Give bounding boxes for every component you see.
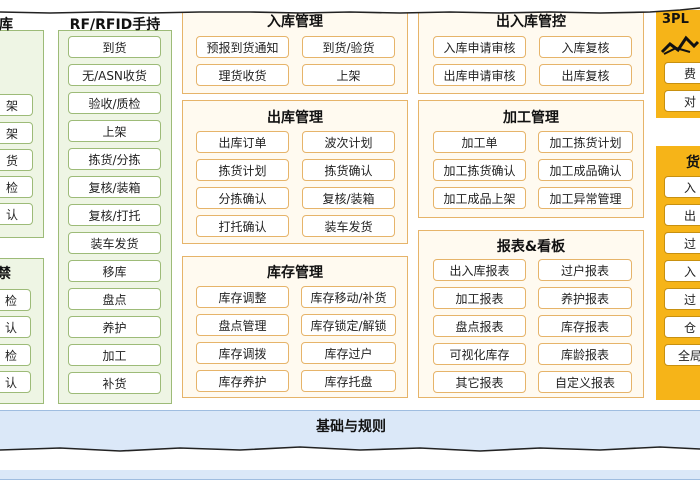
cargo-panel: 货 入 出 过 入 过 仓 全局: [656, 146, 700, 400]
processing-item-exception[interactable]: 加工异常管理: [538, 187, 633, 209]
reports-item-process[interactable]: 加工报表: [433, 287, 526, 309]
processing-item-order[interactable]: 加工单: [433, 131, 526, 153]
reports-panel: 报表&看板 出入库报表 过户报表 加工报表 养护报表 盘点报表 库存报表 可视化…: [418, 230, 644, 398]
processing-item-pick-plan[interactable]: 加工拣货计划: [538, 131, 633, 153]
inventory-title: 库存管理: [267, 265, 323, 281]
control-item-1[interactable]: 检: [0, 289, 31, 311]
reports-item-visual-inventory[interactable]: 可视化库存: [433, 343, 526, 365]
rfid-item-maintain[interactable]: 养护: [68, 316, 161, 338]
inout-control-title: 出入库管控: [496, 14, 566, 30]
cargo-item-1[interactable]: 入: [664, 176, 700, 198]
inout-item-outbound-recheck[interactable]: 出库复核: [539, 64, 632, 86]
inbound-item-putaway[interactable]: 上架: [302, 64, 395, 86]
reports-item-other[interactable]: 其它报表: [433, 371, 526, 393]
reports-item-maintain[interactable]: 养护报表: [538, 287, 632, 309]
cargo-item-3[interactable]: 过: [664, 232, 700, 254]
warehouse-item-3[interactable]: 货: [0, 149, 33, 171]
cargo-item-5[interactable]: 过: [664, 288, 700, 310]
reports-item-count[interactable]: 盘点报表: [433, 315, 526, 337]
inout-item-inbound-review[interactable]: 入库申请审核: [433, 36, 526, 58]
processing-item-product-confirm[interactable]: 加工成品确认: [538, 159, 633, 181]
cargo-item-7[interactable]: 全局: [664, 344, 700, 366]
rfid-title: RF/RFID手持: [69, 17, 161, 33]
rfid-item-check-pack[interactable]: 复核/装箱: [68, 176, 161, 198]
inbound-panel: 入库管理 预报到货通知 到货/验货 理货收货 上架: [182, 10, 408, 94]
rfid-item-count[interactable]: 盘点: [68, 288, 161, 310]
processing-item-product-putaway[interactable]: 加工成品上架: [433, 187, 526, 209]
warehouse-item-1[interactable]: 架: [0, 94, 33, 116]
inventory-item-move-replenish[interactable]: 库存移动/补货: [301, 286, 396, 308]
outbound-item-sort-confirm[interactable]: 分拣确认: [196, 187, 289, 209]
rfid-item-putaway[interactable]: 上架: [68, 120, 161, 142]
outbound-item-pick-confirm[interactable]: 拣货确认: [302, 159, 395, 181]
rfid-panel: RF/RFID手持 到货 无/ASN收货 验收/质检 上架 拣货/分拣 复核/装…: [58, 17, 172, 404]
control-column-panel: 禁 检 认 检 认: [0, 258, 44, 404]
rfid-item-process[interactable]: 加工: [68, 344, 161, 366]
inventory-panel: 库存管理 库存调整 库存移动/补货 盘点管理 库存锁定/解锁 库存调拨 库存过户…: [182, 256, 408, 398]
warehouse-item-2[interactable]: 架: [0, 122, 33, 144]
rfid-item-check-pallet[interactable]: 复核/打托: [68, 204, 161, 226]
reports-item-inventory[interactable]: 库存报表: [538, 315, 632, 337]
inventory-item-lock-unlock[interactable]: 库存锁定/解锁: [301, 314, 396, 336]
cargo-item-2[interactable]: 出: [664, 204, 700, 226]
control-column-title: 禁: [0, 266, 11, 282]
rfid-item-inspection[interactable]: 验收/质检: [68, 92, 161, 114]
reports-item-custom[interactable]: 自定义报表: [538, 371, 632, 393]
processing-item-pick-confirm[interactable]: 加工拣货确认: [433, 159, 526, 181]
processing-panel: 加工管理 加工单 加工拣货计划 加工拣货确认 加工成品确认 加工成品上架 加工异…: [418, 100, 644, 218]
outbound-item-check-pack[interactable]: 复核/装箱: [302, 187, 395, 209]
outbound-title: 出库管理: [267, 110, 323, 126]
outbound-item-order[interactable]: 出库订单: [196, 131, 289, 153]
cargo-item-6[interactable]: 仓: [664, 316, 700, 338]
inout-control-panel: 出入库管控 入库申请审核 入库复核 出库申请审核 出库复核: [418, 10, 644, 94]
inbound-item-prenotice[interactable]: 预报到货通知: [196, 36, 289, 58]
reports-item-inout[interactable]: 出入库报表: [433, 259, 526, 281]
threepl-item-reconcile[interactable]: 对: [664, 90, 700, 112]
outbound-item-wave-plan[interactable]: 波次计划: [302, 131, 395, 153]
reports-title: 报表&看板: [496, 239, 566, 255]
cargo-item-4[interactable]: 入: [664, 260, 700, 282]
threepl-title: 3PL: [662, 12, 689, 27]
inbound-item-arrival-check[interactable]: 到货/验货: [302, 36, 395, 58]
inventory-item-count-manage[interactable]: 盘点管理: [196, 314, 289, 336]
warehouse-item-4[interactable]: 检: [0, 176, 33, 198]
control-item-3[interactable]: 检: [0, 344, 31, 366]
cargo-title: 货: [686, 155, 700, 171]
rfid-item-arrival[interactable]: 到货: [68, 36, 161, 58]
control-item-4[interactable]: 认: [0, 371, 31, 393]
inventory-item-maintain[interactable]: 库存养护: [196, 370, 289, 392]
torn-bottom-edge: [0, 446, 700, 470]
reports-item-age[interactable]: 库龄报表: [538, 343, 632, 365]
base-rules-title: 基础与规则: [316, 419, 386, 435]
threepl-item-fee[interactable]: 费: [664, 62, 700, 84]
scribble-mark: [660, 35, 700, 55]
outbound-item-pick-plan[interactable]: 拣货计划: [196, 159, 289, 181]
inventory-item-pallet[interactable]: 库存托盘: [301, 370, 396, 392]
inout-item-outbound-review[interactable]: 出库申请审核: [433, 64, 526, 86]
rfid-item-asn-receipt[interactable]: 无/ASN收货: [68, 64, 161, 86]
inventory-item-ownership[interactable]: 库存过户: [301, 342, 396, 364]
rfid-item-load-ship[interactable]: 装车发货: [68, 232, 161, 254]
inbound-item-tally[interactable]: 理货收货: [196, 64, 289, 86]
warehouse-column-panel: 库 架 架 货 检 认: [0, 17, 44, 238]
processing-title: 加工管理: [503, 110, 559, 126]
warehouse-item-5[interactable]: 认: [0, 203, 33, 225]
torn-top-edge: [0, 0, 700, 14]
inventory-item-transfer[interactable]: 库存调拨: [196, 342, 289, 364]
outbound-item-load-ship[interactable]: 装车发货: [302, 215, 395, 237]
inventory-item-adjust[interactable]: 库存调整: [196, 286, 289, 308]
rfid-item-picking[interactable]: 拣货/分拣: [68, 148, 161, 170]
outbound-item-pallet-confirm[interactable]: 打托确认: [196, 215, 289, 237]
inbound-title: 入库管理: [267, 14, 323, 30]
threepl-panel: 3PL 费 对: [656, 10, 700, 118]
inout-item-inbound-recheck[interactable]: 入库复核: [539, 36, 632, 58]
control-item-2[interactable]: 认: [0, 316, 31, 338]
warehouse-column-title: 库: [0, 17, 13, 33]
outbound-panel: 出库管理 出库订单 波次计划 拣货计划 拣货确认 分拣确认 复核/装箱 打托确认…: [182, 100, 408, 244]
reports-item-ownership[interactable]: 过户报表: [538, 259, 632, 281]
rfid-item-replenish[interactable]: 补货: [68, 372, 161, 394]
rfid-item-move[interactable]: 移库: [68, 260, 161, 282]
